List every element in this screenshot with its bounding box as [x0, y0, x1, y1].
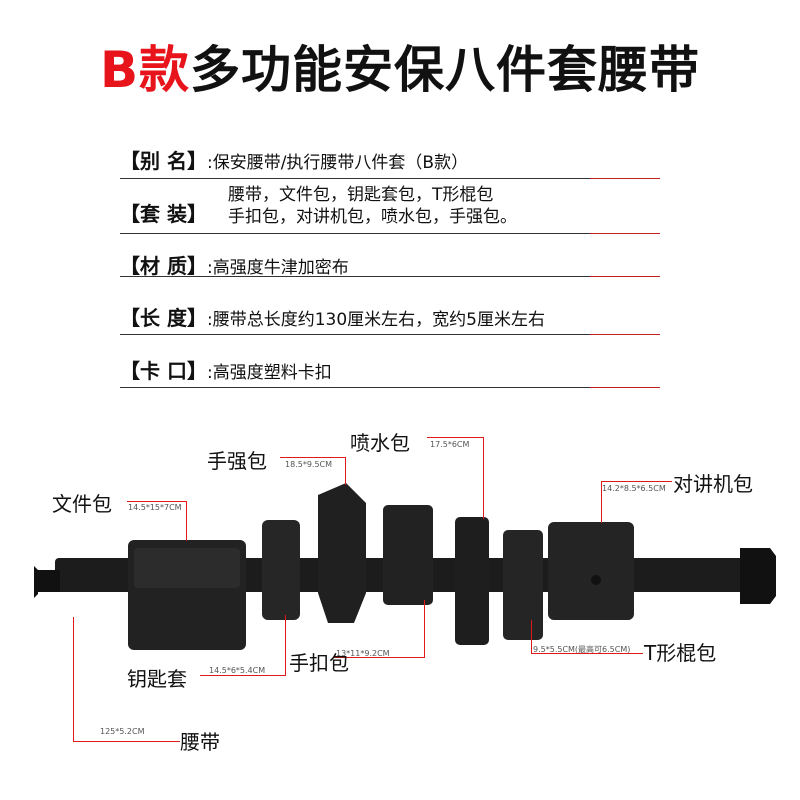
spec-row-length: 【长 度】:腰带总长度约130厘米左右，宽约5厘米左右	[120, 302, 660, 335]
spec-value: :高强度牛津加密布	[206, 258, 349, 278]
size-handcuff-pouch: 13*11*9.2CM	[336, 649, 390, 658]
radio-pouch	[548, 522, 634, 620]
label-key-pouch: 钥匙套	[127, 667, 187, 691]
divider	[120, 233, 660, 234]
size-spray-pouch: 17.5*6CM	[430, 440, 470, 449]
gun-holster	[318, 483, 366, 623]
spec-value: 手扣包，对讲机包，喷水包，手强包。	[228, 207, 517, 227]
belt-buckle-left	[34, 566, 60, 598]
label-belt: 腰带	[180, 730, 220, 754]
spec-key: 【别 名】	[120, 149, 207, 173]
label-handcuff-pouch: 手扣包	[289, 651, 349, 675]
title-main: 多功能安保八件套腰带	[190, 41, 701, 99]
spec-row-set: 【套 装】 腰带，文件包，钥匙套包，T形棍包手扣包，对讲机包，喷水包，手强包。	[120, 184, 660, 234]
size-belt: 125*5.2CM	[100, 727, 145, 736]
size-gun-holster: 18.5*9.5CM	[285, 460, 333, 469]
key-pouch	[262, 520, 300, 620]
handcuff-pouch	[383, 505, 433, 605]
size-radio-pouch: 14.2*8.5*6.5CM	[602, 484, 666, 493]
label-document-pouch: 文件包	[52, 492, 112, 516]
label-baton-pouch: T形棍包	[644, 641, 717, 665]
baton-pouch	[503, 530, 543, 640]
label-gun-holster: 手强包	[207, 449, 267, 473]
label-radio-pouch: 对讲机包	[673, 472, 753, 496]
spec-key: 【材 质】	[120, 254, 207, 278]
size-document-pouch: 14.5*15*7CM	[128, 503, 182, 512]
spec-row-material: 【材 质】:高强度牛津加密布	[120, 250, 660, 279]
spec-value: :高强度塑料卡扣	[206, 363, 332, 383]
spec-key: 【卡 口】	[120, 359, 207, 383]
spec-key: 【套 装】	[120, 202, 207, 226]
spec-value: 腰带，文件包，钥匙套包，T形棍包	[228, 185, 494, 205]
page-title: B款多功能安保八件套腰带	[0, 30, 800, 102]
spec-row-buckle: 【卡 口】:高强度塑料卡扣	[120, 355, 660, 388]
spray-pouch	[455, 517, 489, 645]
belt-buckle-right	[740, 548, 776, 604]
spec-row-alias: 【别 名】:保安腰带/执行腰带八件套（B款）	[120, 145, 660, 179]
size-baton-pouch: 9.5*5.5CM(最高可6.5CM)	[533, 645, 631, 654]
divider	[120, 178, 660, 179]
title-prefix: B款	[99, 41, 191, 99]
divider	[120, 387, 660, 388]
spec-value: :腰带总长度约130厘米左右，宽约5厘米左右	[206, 310, 545, 330]
divider	[120, 334, 660, 335]
spec-key: 【长 度】	[120, 306, 207, 330]
spec-value: :保安腰带/执行腰带八件套（B款）	[206, 153, 469, 173]
label-spray-pouch: 喷水包	[350, 431, 410, 455]
divider	[120, 276, 660, 277]
size-key-pouch: 14.5*6*5.4CM	[209, 666, 266, 675]
